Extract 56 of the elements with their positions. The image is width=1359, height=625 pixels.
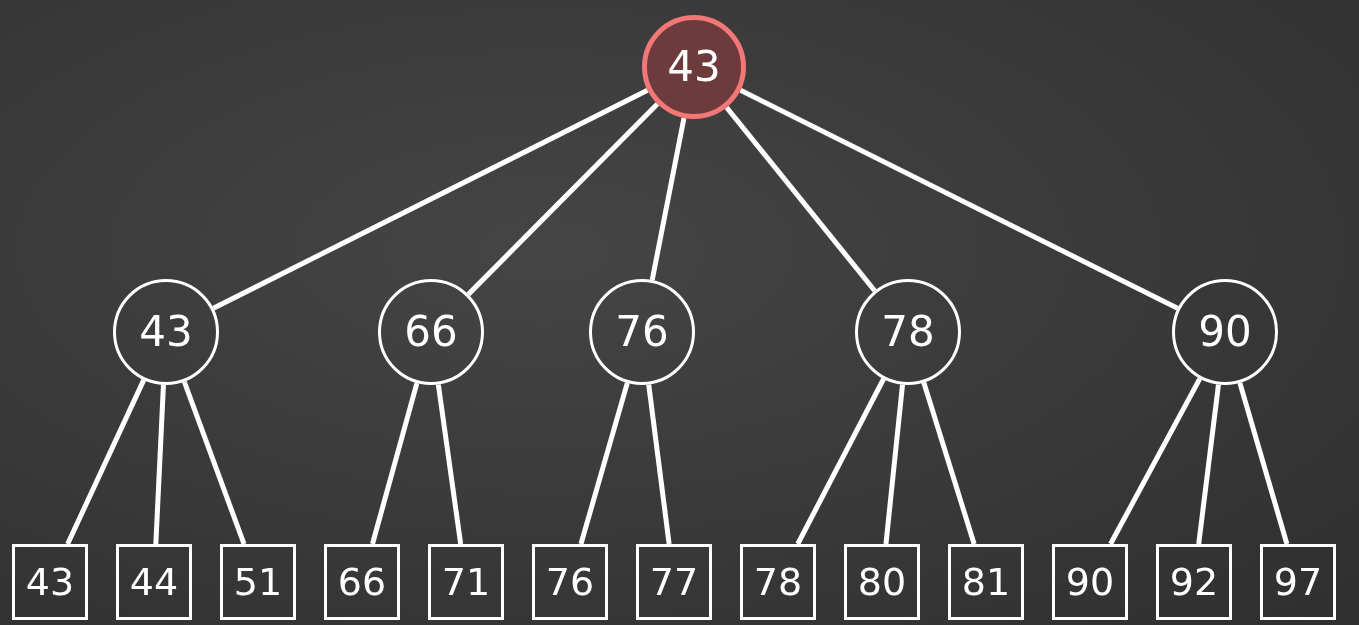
leaf-node-box [636,544,712,620]
node-value: 43 [139,311,193,353]
tree-node-circle [378,279,484,385]
connector-line [646,384,672,545]
leaf-node-box [1260,544,1336,620]
leaf-node-box [324,544,400,620]
node-value: 81 [961,563,1011,601]
node-value: 90 [1198,311,1252,353]
leaf-node-box [116,544,192,620]
node-value: 78 [881,311,935,353]
node-value: 92 [1169,563,1219,601]
connector-line [883,384,905,545]
leaf-node-box [844,544,920,620]
connector-line [65,379,146,546]
node-value: 43 [25,563,75,601]
node-value: 80 [857,563,907,601]
connector-line [153,384,166,545]
connector-line [181,380,247,545]
connector-line [435,384,464,545]
node-value: 44 [129,563,179,601]
leaf-node-box [948,544,1024,620]
leaf-node-box [12,544,88,620]
node-value: 66 [337,563,387,601]
connector-line [649,117,687,281]
node-value: 76 [545,563,595,601]
connector-line [578,382,630,545]
node-value: 97 [1273,563,1323,601]
connector-line [1237,382,1290,545]
node-value: 90 [1065,563,1115,601]
node-value: 71 [441,563,491,601]
tree-node-circle [855,279,961,385]
leaf-node-box [220,544,296,620]
connector-line [739,88,1179,311]
leaf-node-box [1156,544,1232,620]
tree-node-circle [589,279,695,385]
connector-line [1196,384,1221,545]
node-value: 51 [233,563,283,601]
node-value: 66 [404,311,458,353]
tree-node-circle [113,279,219,385]
connector-line [1108,377,1202,546]
node-value: 43 [667,46,721,88]
leaf-node-box [1052,544,1128,620]
leaf-node-box [532,544,608,620]
connector-line [724,105,877,293]
root-node-circle [642,15,746,119]
node-value: 78 [753,563,803,601]
node-value: 77 [649,563,699,601]
connector-line [921,381,977,545]
leaf-node-box [740,544,816,620]
connector-line [795,377,886,546]
connector-line [466,102,660,297]
leaf-node-box [428,544,504,620]
node-value: 76 [615,311,669,353]
tree-node-circle [1172,279,1278,385]
connector-line [212,88,649,311]
connector-line [370,382,420,545]
